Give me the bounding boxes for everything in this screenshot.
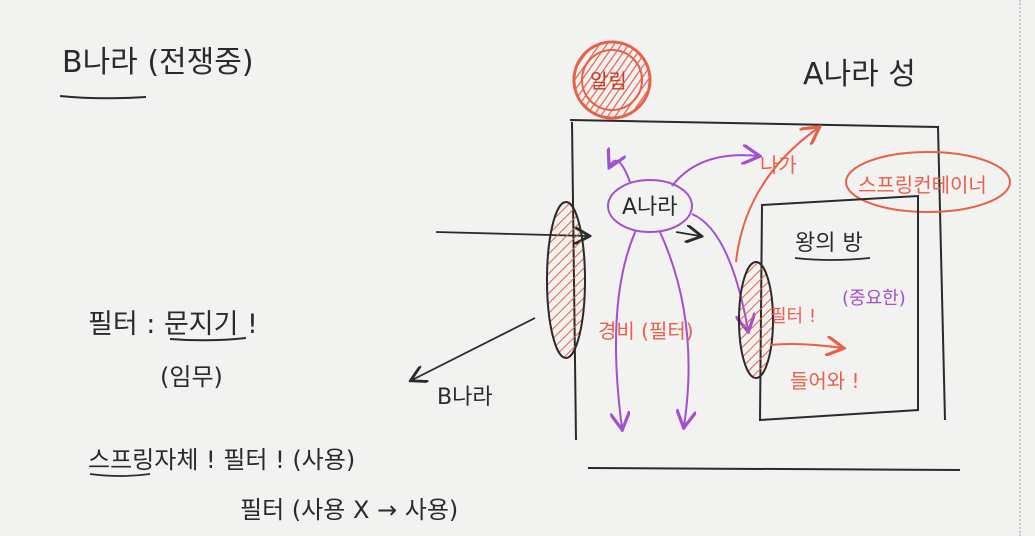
a-country-label: A나라 [622, 195, 678, 220]
b-country-label: B나라 [437, 385, 493, 410]
king-room-note: (중요한) [842, 288, 906, 309]
soldier-filter-label: 경비 (필터) [598, 319, 694, 343]
small-dark-arrow [675, 232, 700, 236]
gatekeeper-underline [169, 337, 247, 342]
king-room-label: 왕의 방 [795, 231, 863, 256]
castle-label: A나라 성 [803, 57, 916, 92]
orange-come-in-arrow [769, 344, 842, 348]
come-in-label: 들어와 ! [790, 369, 860, 393]
alarm-label: 알림 [590, 69, 627, 93]
spring-container-label: 스프링컨테이너 [858, 173, 987, 197]
rejected-arrow [412, 317, 536, 380]
alarm-circle-inner [581, 49, 643, 111]
king-room-underline [794, 257, 871, 261]
king-room-filter-mark: 필터 ! [770, 306, 816, 327]
purple-arrow-right-top [671, 155, 758, 187]
a-country-bubble [607, 179, 693, 233]
king-room-gate-filter [738, 261, 774, 379]
castle-gate-filter [546, 201, 586, 359]
page-edge [1019, 0, 1035, 536]
purple-loop-left [616, 229, 637, 428]
spring-underline [89, 473, 151, 477]
filter-role-note: (임무) [160, 363, 223, 391]
spring-container-ellipse [845, 151, 1011, 213]
spring-filter-note: 스프링자체 ! 필터 ! (사용) [88, 446, 355, 474]
go-out-label: 나가 [760, 153, 797, 177]
purple-loop-right [659, 231, 689, 426]
filter-gatekeeper-note: 필터 : 문지기 ! [88, 309, 258, 340]
alarm-scribble [572, 40, 652, 120]
filter-usage-note: 필터 (사용 X → 사용) [240, 496, 458, 524]
purple-arrow-up [610, 161, 631, 183]
notes-title: B나라 (전쟁중) [62, 45, 254, 80]
orange-go-out-arrow [735, 128, 818, 263]
title-underline [59, 95, 147, 100]
